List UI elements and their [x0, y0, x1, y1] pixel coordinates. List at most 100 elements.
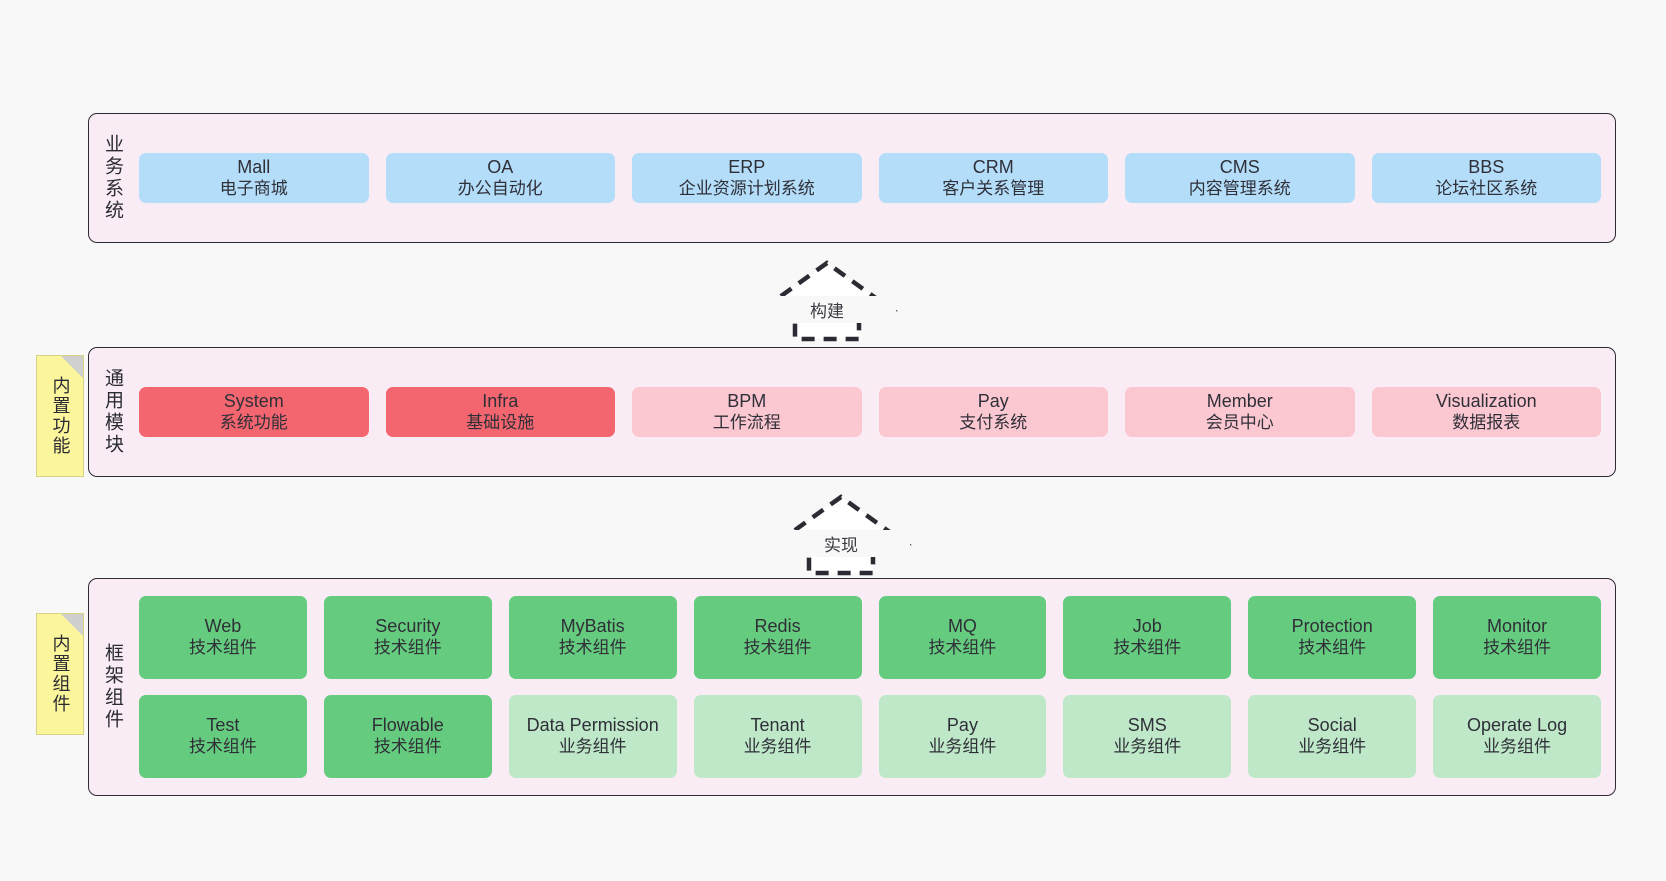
module-box-oa[interactable]: OA 办公自动化	[385, 152, 615, 204]
module-en-label: Security	[375, 616, 441, 637]
module-en-label: MQ	[947, 616, 977, 637]
layer-framework-components: 框架组件 Web 技术组件 Security 技术组件 MyBatis 技术组件…	[88, 578, 1616, 796]
module-cn-label: 技术组件	[1483, 638, 1552, 658]
arrow-build: 构建	[756, 258, 898, 344]
module-cn-label: 客户关系管理	[942, 178, 1045, 198]
arrow-label-implement: 实现	[772, 530, 910, 557]
layer-common-modules: 通用模块 System 系统功能 Infra 基础设施 BPM 工作流程 Pay…	[88, 347, 1616, 477]
module-en-label: Data Permission	[526, 715, 659, 736]
module-box-operate-log[interactable]: Operate Log 业务组件	[1433, 695, 1601, 778]
module-cn-label: 论坛社区系统	[1435, 178, 1538, 198]
module-cn-label: 办公自动化	[457, 178, 543, 198]
module-cn-label: 工作流程	[712, 412, 781, 432]
module-cn-label: 技术组件	[928, 638, 997, 658]
module-cn-label: 基础设施	[466, 412, 535, 432]
layer-business-systems: 业务系统 Mall 电子商城 OA 办公自动化 ERP 企业资源计划系统 CRM…	[88, 113, 1616, 243]
module-box-redis[interactable]: Redis 技术组件	[693, 596, 862, 679]
module-en-label: Redis	[754, 616, 801, 637]
layer-body-framework-components: Web 技术组件 Security 技术组件 MyBatis 技术组件 Redi…	[135, 579, 1615, 795]
sticky-note-label: 内置功能	[50, 376, 71, 456]
module-en-label: Web	[204, 616, 242, 637]
module-box-monitor[interactable]: Monitor 技术组件	[1433, 596, 1601, 679]
module-en-label: Mall	[237, 156, 271, 177]
module-en-label: SMS	[1127, 715, 1167, 736]
module-box-sms[interactable]: SMS 业务组件	[1063, 695, 1232, 778]
module-en-label: ERP	[728, 156, 766, 177]
module-cn-label: 内容管理系统	[1188, 178, 1291, 198]
module-cn-label: 企业资源计划系统	[678, 178, 815, 198]
module-en-label: MyBatis	[560, 616, 625, 637]
arrow-implement: 实现	[770, 492, 912, 578]
module-cn-label: 技术组件	[558, 638, 627, 658]
layer-title-business-systems: 业务系统	[101, 134, 123, 222]
module-en-label: Social	[1307, 715, 1357, 736]
module-box-tenant[interactable]: Tenant 业务组件	[693, 695, 862, 778]
module-box-social[interactable]: Social 业务组件	[1248, 695, 1417, 778]
module-row: Mall 电子商城 OA 办公自动化 ERP 企业资源计划系统 CRM 客户关系…	[139, 152, 1601, 204]
module-cn-label: 会员中心	[1205, 412, 1274, 432]
module-box-system[interactable]: System 系统功能	[139, 386, 369, 438]
module-row: System 系统功能 Infra 基础设施 BPM 工作流程 Pay 支付系统…	[139, 386, 1601, 438]
module-box-bpm[interactable]: BPM 工作流程	[632, 386, 862, 438]
module-box-pay-business[interactable]: Pay 业务组件	[878, 695, 1047, 778]
module-en-label: BPM	[727, 390, 767, 411]
module-box-member[interactable]: Member 会员中心	[1125, 386, 1355, 438]
module-en-label: Pay	[977, 390, 1009, 411]
module-cn-label: 技术组件	[1298, 638, 1367, 658]
module-box-visualization[interactable]: Visualization 数据报表	[1371, 386, 1601, 438]
note-fold-icon	[61, 614, 83, 636]
module-box-bbs[interactable]: BBS 论坛社区系统	[1371, 152, 1601, 204]
module-cn-label: 业务组件	[928, 737, 997, 757]
module-en-label: Pay	[946, 715, 978, 736]
module-en-label: Monitor	[1487, 616, 1548, 637]
module-cn-label: 技术组件	[373, 737, 442, 757]
module-cn-label: 系统功能	[219, 412, 288, 432]
module-box-mq[interactable]: MQ 技术组件	[878, 596, 1047, 679]
module-en-label: Infra	[482, 390, 519, 411]
layer-title-framework-components: 框架组件	[101, 643, 123, 731]
module-row: Test 技术组件 Flowable 技术组件 Data Permission …	[139, 695, 1601, 778]
module-box-job[interactable]: Job 技术组件	[1063, 596, 1232, 679]
module-en-label: Test	[206, 715, 240, 736]
layer-title-common-modules: 通用模块	[101, 368, 123, 456]
module-box-mybatis[interactable]: MyBatis 技术组件	[508, 596, 677, 679]
arrow-label-build: 构建	[758, 296, 896, 323]
module-cn-label: 业务组件	[1483, 737, 1552, 757]
module-box-pay[interactable]: Pay 支付系统	[878, 386, 1108, 438]
module-en-label: CRM	[972, 156, 1014, 177]
module-cn-label: 业务组件	[1298, 737, 1367, 757]
module-cn-label: 技术组件	[373, 638, 442, 658]
module-box-erp[interactable]: ERP 企业资源计划系统	[632, 152, 862, 204]
module-en-label: CMS	[1219, 156, 1260, 177]
module-box-flowable[interactable]: Flowable 技术组件	[323, 695, 492, 778]
module-box-protection[interactable]: Protection 技术组件	[1248, 596, 1417, 679]
module-cn-label: 技术组件	[1113, 638, 1182, 658]
sticky-note-builtin-features: 内置功能	[36, 355, 84, 477]
module-box-crm[interactable]: CRM 客户关系管理	[878, 152, 1108, 204]
module-box-infra[interactable]: Infra 基础设施	[385, 386, 615, 438]
sticky-note-label: 内置组件	[50, 634, 71, 714]
layer-body-business-systems: Mall 电子商城 OA 办公自动化 ERP 企业资源计划系统 CRM 客户关系…	[135, 114, 1615, 242]
module-box-web[interactable]: Web 技术组件	[139, 596, 307, 679]
module-cn-label: 技术组件	[188, 638, 257, 658]
module-en-label: Flowable	[371, 715, 444, 736]
layer-body-common-modules: System 系统功能 Infra 基础设施 BPM 工作流程 Pay 支付系统…	[135, 348, 1615, 476]
module-en-label: Member	[1206, 390, 1273, 411]
note-fold-icon	[61, 356, 83, 378]
module-cn-label: 技术组件	[188, 737, 257, 757]
module-en-label: OA	[487, 156, 514, 177]
module-en-label: Job	[1132, 616, 1162, 637]
module-cn-label: 业务组件	[1113, 737, 1182, 757]
module-box-test[interactable]: Test 技术组件	[139, 695, 307, 778]
module-row: Web 技术组件 Security 技术组件 MyBatis 技术组件 Redi…	[139, 596, 1601, 679]
module-en-label: System	[223, 390, 284, 411]
module-box-mall[interactable]: Mall 电子商城	[139, 152, 369, 204]
module-box-data-permission[interactable]: Data Permission 业务组件	[508, 695, 677, 778]
module-box-cms[interactable]: CMS 内容管理系统	[1125, 152, 1355, 204]
module-cn-label: 电子商城	[219, 178, 288, 198]
module-en-label: Visualization	[1435, 390, 1537, 411]
module-cn-label: 数据报表	[1452, 412, 1521, 432]
module-box-security[interactable]: Security 技术组件	[323, 596, 492, 679]
sticky-note-builtin-components: 内置组件	[36, 613, 84, 735]
